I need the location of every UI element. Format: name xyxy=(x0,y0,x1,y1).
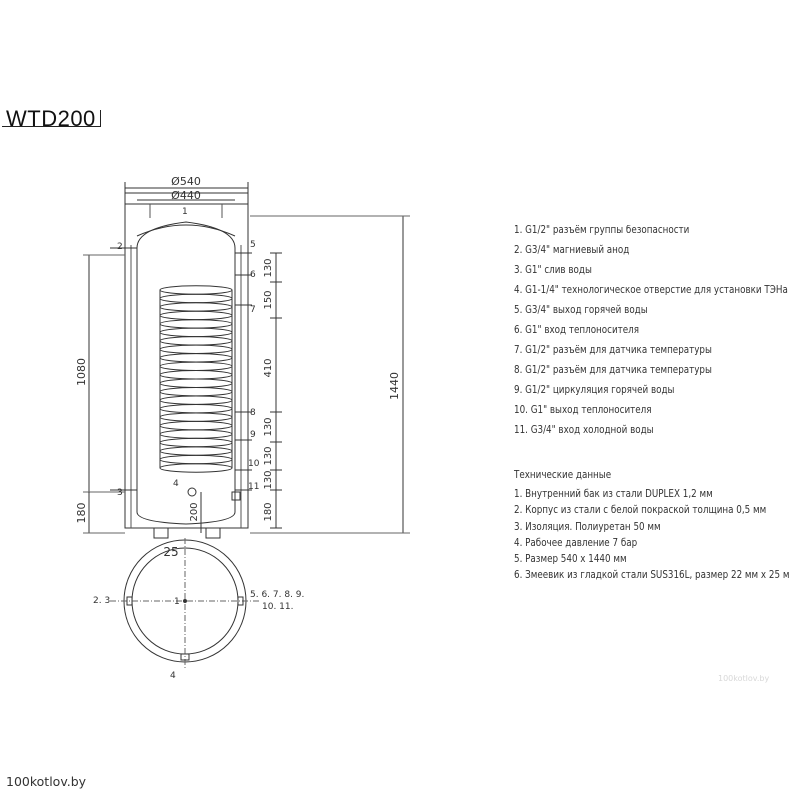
dim-seg-410: 410 xyxy=(263,358,274,377)
coil-turn xyxy=(159,353,233,363)
port-label-6: 6 xyxy=(250,270,256,280)
coil-turn xyxy=(159,285,233,295)
port-label-1: 1 xyxy=(182,207,188,217)
plan-label-bottom: 4 xyxy=(170,671,176,681)
coil-turn xyxy=(159,412,233,422)
tech-item: 1. Внутренний бак из стали DUPLEX 1,2 мм xyxy=(514,489,713,500)
dim-seg-130d: 130 xyxy=(263,470,274,489)
dim-inner-diameter: Ø440 xyxy=(171,189,201,202)
port-label-5: 5 xyxy=(250,240,256,250)
coil-turn xyxy=(159,437,233,448)
dim-seg-130c: 130 xyxy=(263,446,274,465)
dim-seg-150: 150 xyxy=(263,290,274,309)
heat-exchanger-coil xyxy=(159,285,233,473)
tech-item: 4. Рабочее давление 7 бар xyxy=(514,537,638,549)
legend-item: 5. G3/4" выход горячей воды xyxy=(514,305,648,316)
plan-label-right-2: 10. 11. xyxy=(262,602,294,612)
technical-data: Технические данные 1. Внутренний бак из … xyxy=(514,469,789,586)
coil-turn xyxy=(159,302,233,312)
legend-item: 3. G1" слив воды xyxy=(514,265,592,276)
legend-item: 1. G1/2" разъём группы безопасности xyxy=(514,225,690,236)
watermark-small: 100kotlov.by xyxy=(718,674,770,683)
coil-turn xyxy=(159,420,233,431)
port-label-9: 9 xyxy=(250,430,256,440)
top-dome xyxy=(136,224,236,237)
title-frame-tick xyxy=(100,110,101,127)
coil-turn xyxy=(159,319,233,329)
port-label-4: 4 xyxy=(173,479,179,489)
port-label-2: 2 xyxy=(117,242,123,252)
tech-item: 5. Размер 540 x 1440 мм xyxy=(514,554,627,566)
port-4-symbol xyxy=(187,487,197,497)
legend-item: 2. G3/4" магниевый анод xyxy=(514,245,630,256)
dim-port4-height: 200 xyxy=(189,502,200,521)
plan-label-left: 2. 3 xyxy=(93,596,110,606)
coil-turn xyxy=(159,403,233,414)
outer-casing xyxy=(124,192,249,529)
legend-item: 8. G1/2" разъём для датчика температуры xyxy=(514,365,712,376)
inner-tank xyxy=(136,221,236,525)
coil-turn xyxy=(159,310,233,321)
site-watermark: 100kotlov.by xyxy=(6,774,87,789)
coil-turn xyxy=(159,429,233,439)
leg-right xyxy=(205,527,221,539)
coil-turn xyxy=(159,387,233,397)
port-label-7: 7 xyxy=(250,305,256,315)
dim-outer-diameter: Ø540 xyxy=(171,175,201,188)
legend-item: 6. G1" вход теплоносителя xyxy=(514,325,640,336)
port-label-3: 3 xyxy=(117,488,123,498)
coil-turn xyxy=(159,446,233,456)
plan-label-center: 1 xyxy=(174,597,180,607)
dim-bottom-left: 180 xyxy=(75,503,88,524)
title-underline xyxy=(2,126,100,127)
coil-turn xyxy=(159,336,233,346)
legend-item: 11. G3/4" вход холодной воды xyxy=(514,425,654,436)
port-label-8: 8 xyxy=(250,408,256,418)
coil-turn xyxy=(159,378,233,388)
dim-leg-width: 25 xyxy=(163,545,178,559)
connection-legend: 1. G1/2" разъём группы безопасности 2. G… xyxy=(514,224,788,444)
dim-seg-130a: 130 xyxy=(263,258,274,277)
coil-turn xyxy=(159,395,233,405)
legend-item: 7. G1/2" разъём для датчика температуры xyxy=(514,345,712,356)
dim-bottom-right: 180 xyxy=(263,502,274,521)
coil-turn xyxy=(159,454,233,465)
legend-item: 9. G1/2" циркуляция горячей воды xyxy=(514,385,675,396)
dim-seg-130b: 130 xyxy=(263,417,274,436)
tech-item: 2. Корпус из стали с белой покраской тол… xyxy=(514,505,767,517)
coil-turn xyxy=(159,344,233,355)
tech-item: 6. Змеевик из гладкой стали SUS316L, раз… xyxy=(514,570,790,582)
port-label-10: 10 xyxy=(248,459,260,469)
coil-turn xyxy=(159,293,233,304)
tech-item: 3. Изоляция. Полиуретан 50 мм xyxy=(514,521,661,533)
leg-left xyxy=(153,527,169,539)
plan-label-right-1: 5. 6. 7. 8. 9. xyxy=(250,590,304,600)
coil-turn xyxy=(159,327,233,338)
port-label-11: 11 xyxy=(248,482,259,492)
dim-coil-zone: 1080 xyxy=(75,358,88,386)
coil-turn xyxy=(159,361,233,371)
tech-heading: Технические данные xyxy=(514,470,612,481)
dim-total-height: 1440 xyxy=(388,372,401,400)
coil-turn xyxy=(159,463,233,473)
legend-item: 10. G1" выход теплоносителя xyxy=(514,405,652,416)
legend-item: 4. G1-1/4" технологическое отверстие для… xyxy=(514,285,788,296)
coil-turn xyxy=(159,370,233,380)
